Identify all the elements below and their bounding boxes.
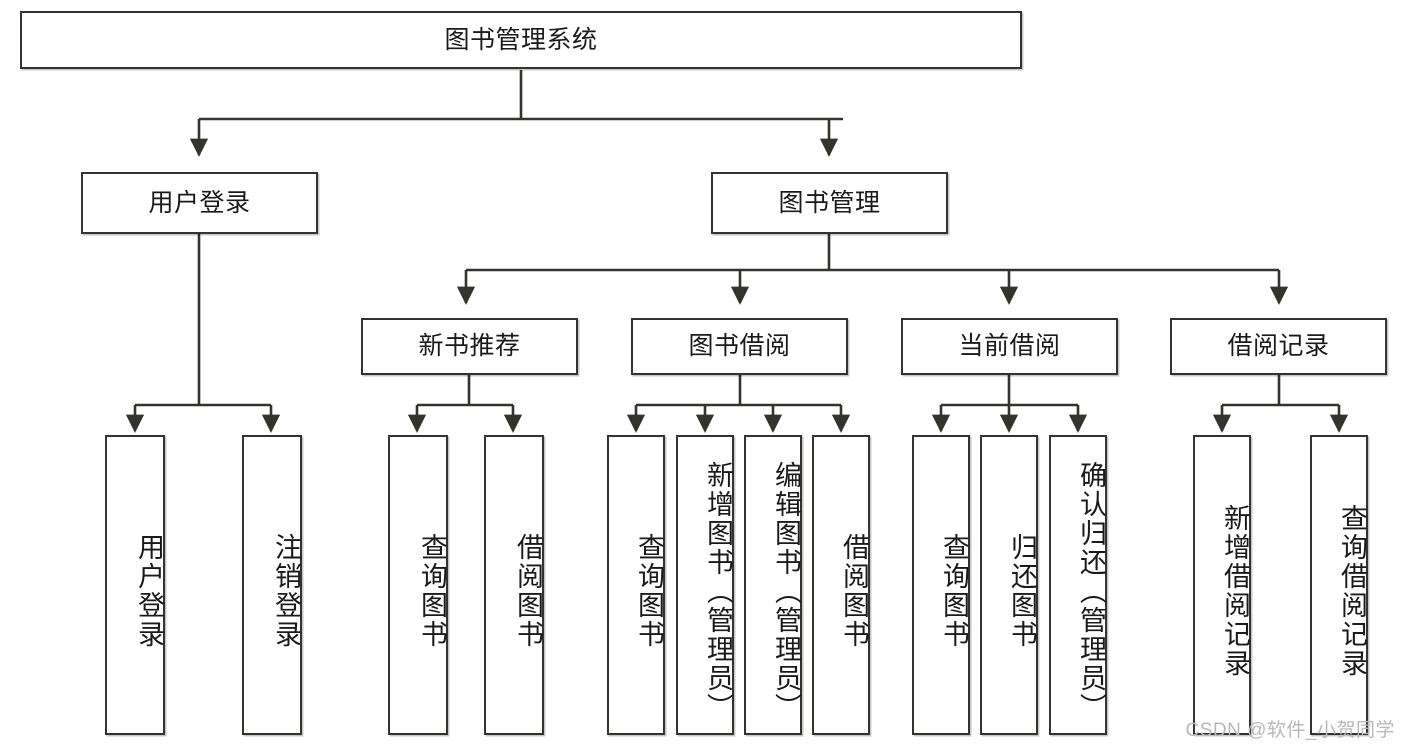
watermark-text: CSDN @软件_小贺同学: [1185, 720, 1395, 741]
node-book-management[interactable]: 图书管理: [711, 172, 948, 234]
leaf-query-book-recommend[interactable]: 查询图书: [388, 435, 448, 735]
node-label: 新增借阅记录: [1220, 504, 1250, 678]
leaf-logout[interactable]: 注销登录: [242, 435, 302, 735]
node-label: 新书推荐: [418, 332, 521, 361]
node-label: 确认归还（管理员）: [1076, 460, 1106, 722]
node-current-borrow[interactable]: 当前借阅: [901, 318, 1118, 375]
leaf-query-book-borrow[interactable]: 查询图书: [607, 435, 665, 735]
node-label: 图书管理: [778, 188, 881, 217]
node-label: 查询图书: [939, 533, 969, 649]
leaf-add-borrow-record[interactable]: 新增借阅记录: [1193, 435, 1251, 735]
leaf-confirm-return-admin[interactable]: 确认归还（管理员）: [1049, 435, 1107, 735]
node-user-login[interactable]: 用户登录: [81, 172, 318, 234]
leaf-edit-book-admin[interactable]: 编辑图书（管理员）: [744, 435, 802, 735]
leaf-query-borrow-record[interactable]: 查询借阅记录: [1310, 435, 1368, 735]
node-label: 图书借阅: [688, 332, 791, 361]
node-label: 查询借阅记录: [1337, 504, 1367, 678]
node-label: 用户登录: [134, 533, 164, 649]
node-label: 借阅记录: [1227, 332, 1330, 361]
node-label: 注销登录: [271, 533, 301, 649]
node-label: 编辑图书（管理员）: [771, 460, 801, 722]
node-label: 图书管理系统: [444, 25, 598, 54]
node-label: 查询图书: [634, 533, 664, 649]
node-label: 查询图书: [417, 533, 447, 649]
node-label: 用户登录: [148, 188, 251, 217]
leaf-borrow-book[interactable]: 借阅图书: [812, 435, 870, 735]
node-label: 借阅图书: [513, 533, 543, 649]
leaf-user-login[interactable]: 用户登录: [105, 435, 165, 735]
node-label: 归还图书: [1007, 533, 1037, 649]
node-borrow-record[interactable]: 借阅记录: [1170, 318, 1387, 375]
leaf-return-book[interactable]: 归还图书: [980, 435, 1038, 735]
node-book-borrow[interactable]: 图书借阅: [631, 318, 848, 375]
node-label: 当前借阅: [958, 332, 1061, 361]
leaf-borrow-book-recommend[interactable]: 借阅图书: [484, 435, 544, 735]
node-root-system[interactable]: 图书管理系统: [20, 11, 1022, 69]
node-new-book-recommend[interactable]: 新书推荐: [361, 318, 578, 375]
node-label: 借阅图书: [839, 533, 869, 649]
node-label: 新增图书（管理员）: [703, 460, 733, 722]
leaf-query-book-current[interactable]: 查询图书: [912, 435, 970, 735]
leaf-add-book-admin[interactable]: 新增图书（管理员）: [676, 435, 734, 735]
